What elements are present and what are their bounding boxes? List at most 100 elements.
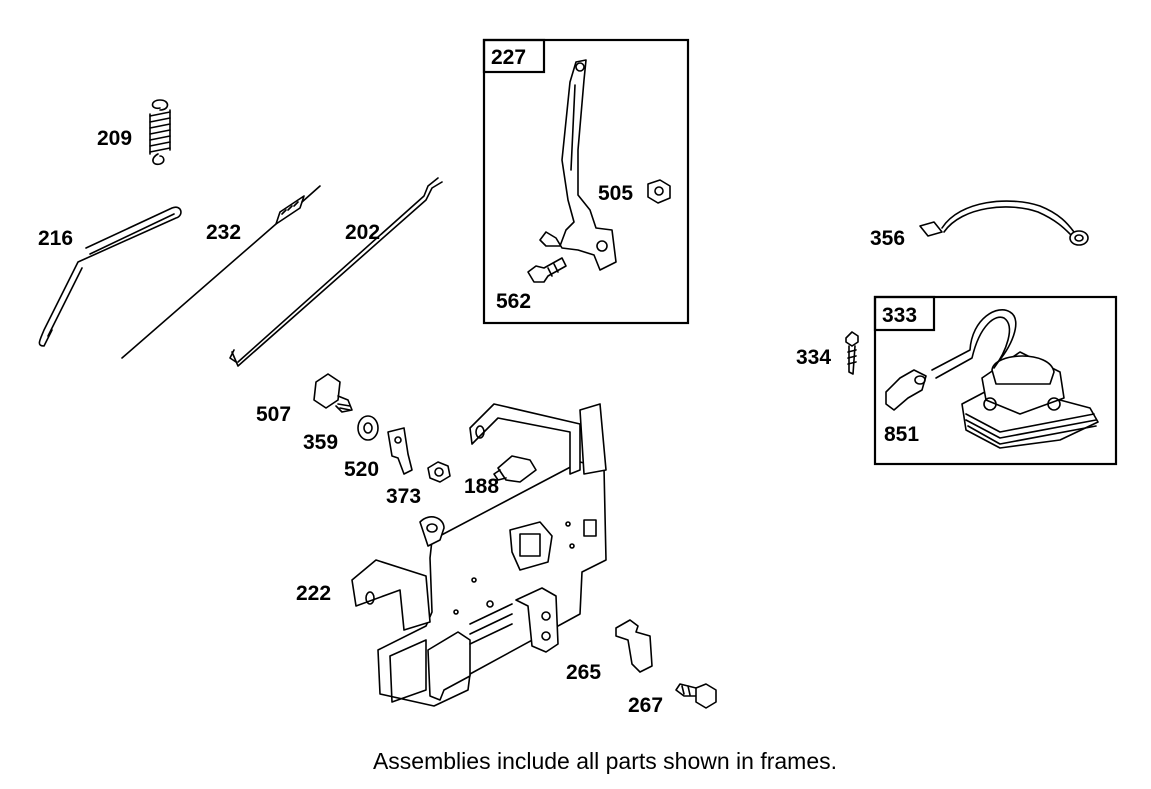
- screw-188: [493, 455, 537, 483]
- wire-cable-inner: [943, 206, 1071, 235]
- part-number-202: 202: [345, 221, 380, 244]
- part-number-851: 851: [884, 423, 919, 446]
- spark-lead-inner: [935, 316, 1011, 379]
- armature-bolt-left: [983, 397, 997, 411]
- bracket-222-square-hole: [583, 519, 597, 537]
- frame-227: 227 505 562: [482, 38, 690, 325]
- frame-333-tag: [873, 295, 936, 332]
- bracket-222-ribs: [469, 603, 513, 645]
- screw-188-head: [497, 455, 537, 483]
- rod-202: [229, 177, 443, 367]
- slider-hole-2: [541, 631, 551, 641]
- rod-216: [38, 206, 182, 347]
- screw-334-shank: [848, 345, 856, 375]
- nut-505: [647, 179, 671, 204]
- part-number-216: 216: [38, 227, 73, 250]
- slider-hole-1: [541, 611, 551, 621]
- bracket-222: [351, 403, 607, 707]
- terminal-520-plate: [387, 427, 413, 475]
- switch-507: [313, 373, 353, 413]
- rod-216-outline: [38, 206, 182, 347]
- part-number-562: 562: [496, 290, 531, 313]
- wire-ring-terminal: [1069, 230, 1089, 246]
- screw-334-threads: [847, 349, 857, 365]
- left-tab-hole: [365, 591, 375, 605]
- spark-plug-boot-851: [885, 369, 927, 411]
- terminal-520: [387, 427, 413, 475]
- bracket-222-window-inner: [519, 533, 541, 557]
- control-lever: [539, 59, 617, 271]
- screw-188-tip: [493, 469, 507, 481]
- frame-333: 333 851: [873, 295, 1118, 466]
- diagram-caption: Assemblies include all parts shown in fr…: [372, 748, 838, 774]
- nut-505-hole: [654, 186, 664, 196]
- bracket-dot-3: [453, 609, 459, 615]
- bracket-dot-2: [569, 543, 575, 549]
- part-number-507: 507: [256, 403, 291, 426]
- spark-lead: [931, 309, 1017, 371]
- link-232-spring-coils: [281, 201, 299, 215]
- spring-hook-top: [151, 99, 169, 111]
- wire-ring-hole: [1074, 234, 1084, 242]
- switch-507-stem: [335, 395, 353, 413]
- link-232: [121, 185, 321, 359]
- top-tab-hole: [426, 523, 438, 533]
- armature-lamination-lines: [965, 413, 1097, 445]
- frame-227-tag: [482, 38, 546, 74]
- lever-pivot-hole: [596, 240, 608, 252]
- screw-267: [675, 683, 717, 709]
- part-number-356: 356: [870, 227, 905, 250]
- link-232-spring: [275, 195, 305, 225]
- rod-202-inner: [229, 177, 439, 363]
- part-number-373: 373: [386, 485, 421, 508]
- part-number-267: 267: [628, 694, 663, 717]
- nut-373: [427, 461, 451, 483]
- ground-wire-356: [919, 200, 1089, 246]
- bracket-222-left-tab: [351, 559, 431, 631]
- part-number-227: 227: [491, 46, 526, 69]
- bracket-dot-4: [486, 600, 494, 608]
- part-number-359: 359: [303, 431, 338, 454]
- screw-562-thread: [547, 267, 553, 277]
- screw-267-shank: [675, 683, 699, 697]
- lever-hole: [575, 62, 585, 72]
- flange-hole: [475, 425, 485, 439]
- terminal-520-hole: [394, 436, 402, 444]
- clip-265: [615, 619, 653, 673]
- washer-359-hole: [363, 422, 373, 434]
- bracket-222-slider: [515, 587, 559, 653]
- wire-cable: [941, 200, 1075, 233]
- part-number-232: 232: [206, 221, 241, 244]
- part-number-520: 520: [344, 458, 379, 481]
- spring-209: [149, 99, 171, 166]
- rod-216-inner: [47, 213, 175, 337]
- bracket-222-slot: [389, 639, 427, 703]
- screw-267-head: [695, 683, 717, 709]
- part-number-334: 334: [796, 346, 831, 369]
- switch-507-threads: [337, 403, 351, 411]
- screw-267-threads: [681, 685, 691, 696]
- nut-373-body: [427, 461, 451, 483]
- clip-265-body: [615, 619, 653, 673]
- spring-hook-bottom: [152, 153, 165, 166]
- wire-connector: [919, 221, 943, 237]
- screw-562-thread-2: [553, 263, 559, 273]
- lever-edge: [570, 84, 576, 171]
- screw-334: [845, 331, 859, 375]
- link-232-end: [301, 185, 321, 203]
- switch-507-body: [313, 373, 341, 409]
- part-number-222: 222: [296, 582, 331, 605]
- washer-359-outer: [357, 415, 379, 441]
- bracket-dot-5: [471, 577, 477, 583]
- frame-333-border: [873, 295, 1118, 466]
- screw-334-head: [845, 331, 859, 347]
- bracket-222-window: [509, 521, 553, 571]
- bracket-222-clip: [427, 631, 471, 701]
- armature-bolt-right: [1047, 397, 1061, 411]
- spring-coils: [149, 111, 171, 153]
- armature-coil-top: [991, 355, 1055, 385]
- bracket-dot-1: [565, 521, 571, 527]
- part-number-265: 265: [566, 661, 601, 684]
- link-232-wire: [121, 223, 277, 359]
